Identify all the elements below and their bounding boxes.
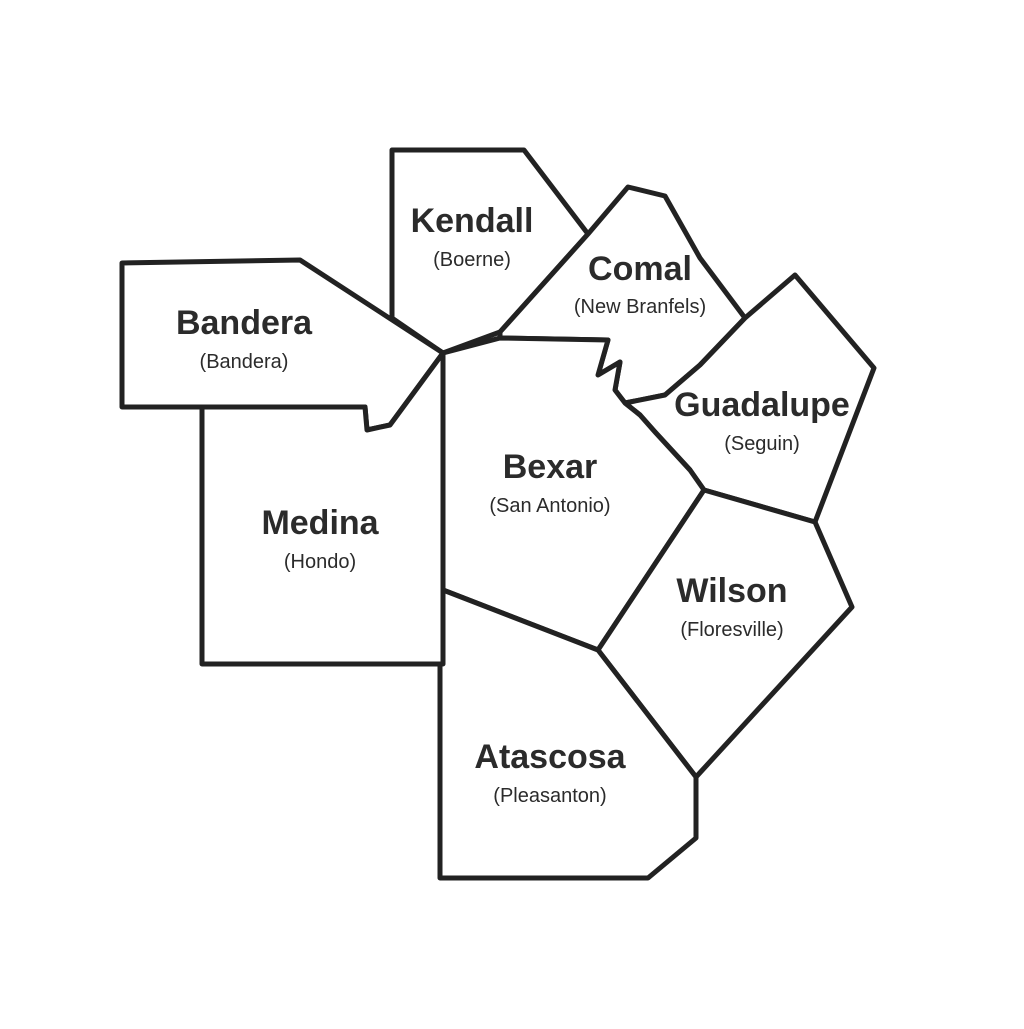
- county-wilson-name: Wilson: [676, 572, 787, 610]
- county-guadalupe-name: Guadalupe: [674, 386, 850, 424]
- county-wilson[interactable]: Wilson (Floresville): [595, 487, 855, 780]
- county-wilson-shape[interactable]: [595, 487, 855, 780]
- county-bexar-seat: (San Antonio): [489, 495, 610, 517]
- county-medina-shape[interactable]: [199, 350, 446, 667]
- county-bandera-name: Bandera: [176, 304, 313, 342]
- county-bexar-name: Bexar: [503, 448, 598, 486]
- county-atascosa[interactable]: Atascosa (Pleasanton): [437, 587, 699, 881]
- county-kendall-seat: (Boerne): [433, 249, 511, 271]
- county-comal-name: Comal: [588, 250, 692, 288]
- county-bandera-seat: (Bandera): [200, 351, 289, 373]
- county-atascosa-name: Atascosa: [474, 738, 626, 776]
- county-comal-seat: (New Branfels): [574, 296, 706, 318]
- county-medina-name: Medina: [261, 504, 379, 542]
- county-medina-seat: (Hondo): [284, 551, 356, 573]
- county-kendall-name: Kendall: [411, 202, 534, 240]
- county-guadalupe-seat: (Seguin): [724, 433, 800, 455]
- county-atascosa-shape[interactable]: [437, 587, 699, 881]
- county-medina[interactable]: Medina (Hondo): [199, 350, 446, 667]
- county-atascosa-seat: (Pleasanton): [493, 785, 606, 807]
- county-bandera[interactable]: Bandera (Bandera): [119, 257, 446, 433]
- county-wilson-seat: (Floresville): [680, 619, 783, 641]
